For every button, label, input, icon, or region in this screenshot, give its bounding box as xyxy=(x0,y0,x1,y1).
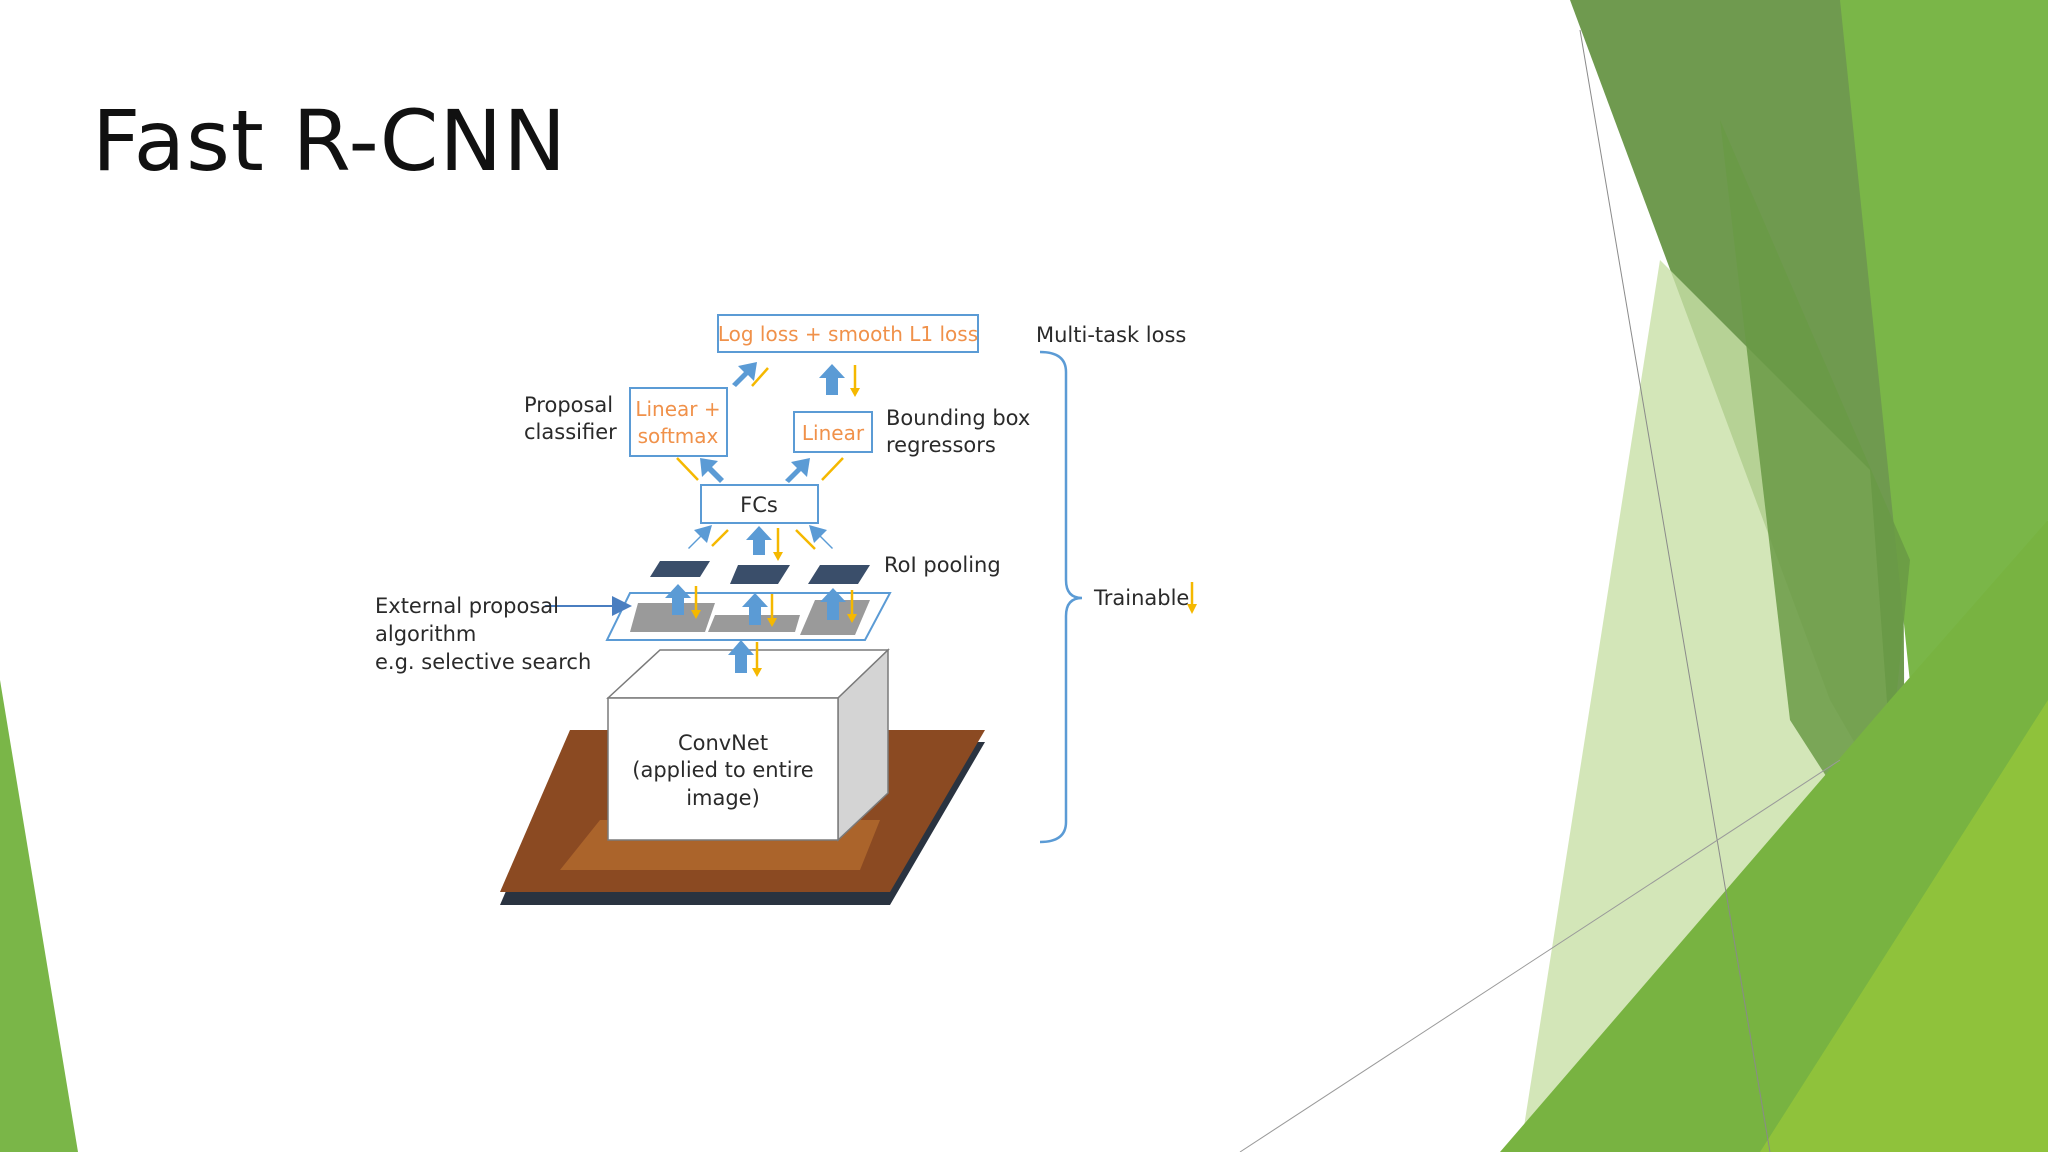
bbox-regressors-line1: Bounding box xyxy=(886,406,1030,430)
external-proposal-line3: e.g. selective search xyxy=(375,650,591,674)
external-proposal-line2: algorithm xyxy=(375,622,476,646)
grad-arrow-fc-right xyxy=(795,529,816,550)
arrow-up-roi-2 xyxy=(742,593,768,625)
arrow-roi-to-fc-right xyxy=(809,525,833,549)
forward-arrows xyxy=(665,362,846,673)
bbox-regressors-line2: regressors xyxy=(886,433,996,457)
arrow-softmax-to-loss xyxy=(732,362,757,387)
arrow-roi-to-fc-left xyxy=(688,525,712,549)
trainable-arrowhead xyxy=(1187,604,1197,614)
loss-box xyxy=(717,314,979,353)
backward-arrows xyxy=(676,365,860,677)
trainable-label: Trainable xyxy=(1093,586,1189,610)
roi-pooling-label: RoI pooling xyxy=(884,553,1001,577)
grad-arrowhead-roi-1 xyxy=(691,610,701,619)
convnet-front xyxy=(607,697,839,841)
arrow-roi-to-fc-center xyxy=(746,526,772,555)
decor-line-1 xyxy=(1579,29,1771,1152)
trainable-brace xyxy=(1039,350,1083,844)
grad-arrowhead-loss-right xyxy=(850,388,860,397)
arrow-up-convnet xyxy=(728,640,754,673)
decor-facet-center-dark xyxy=(1720,120,1910,860)
linear-softmax-box xyxy=(629,387,728,457)
decor-facet-left xyxy=(0,680,78,1152)
convnet-label-line2: (applied to entire xyxy=(632,758,813,782)
fcs-label: FCs xyxy=(740,493,778,517)
linear-label: Linear xyxy=(802,421,865,445)
convnet-label-line3: image) xyxy=(686,786,760,810)
slide-title: Fast R-CNN xyxy=(92,92,568,190)
grad-arrowhead-roi-3 xyxy=(847,614,857,623)
grad-arrow-fc-left xyxy=(711,529,729,547)
roi-pooled-3 xyxy=(808,565,870,584)
roi-pooled-1 xyxy=(650,561,710,577)
linear-box xyxy=(793,411,873,453)
arrow-linear-to-loss xyxy=(819,364,845,395)
linear-softmax-line1: Linear + xyxy=(635,397,720,421)
decor-line-2 xyxy=(1239,759,1841,1152)
external-proposal-line1: External proposal xyxy=(375,594,559,618)
loss-label: Log loss + smooth L1 loss xyxy=(718,322,978,346)
roi-pooled-2 xyxy=(730,565,790,584)
multi-task-loss-label: Multi-task loss xyxy=(1036,323,1186,347)
grad-arrowhead-roi-2 xyxy=(767,618,777,627)
arrow-fc-to-linear xyxy=(785,458,810,483)
grad-arrowhead-fc-center xyxy=(773,552,783,561)
grad-arrow-linear xyxy=(821,457,844,481)
proposal-classifier-line2: classifier xyxy=(524,420,617,444)
arrow-up-roi-1 xyxy=(665,584,691,615)
grad-arrow-softmax xyxy=(676,457,699,481)
decor-facet-bottom-right xyxy=(1760,700,2048,1152)
proposal-classifier-line1: Proposal xyxy=(524,393,613,417)
fcs-box xyxy=(700,484,819,524)
grad-arrowhead-convnet xyxy=(752,668,762,677)
convnet-label-line1: ConvNet xyxy=(678,731,768,755)
linear-softmax-line2: softmax xyxy=(638,424,719,448)
arrow-up-roi-3 xyxy=(820,588,846,620)
arrow-fc-to-softmax xyxy=(700,458,724,483)
grad-arrow-loss-left xyxy=(751,367,769,387)
